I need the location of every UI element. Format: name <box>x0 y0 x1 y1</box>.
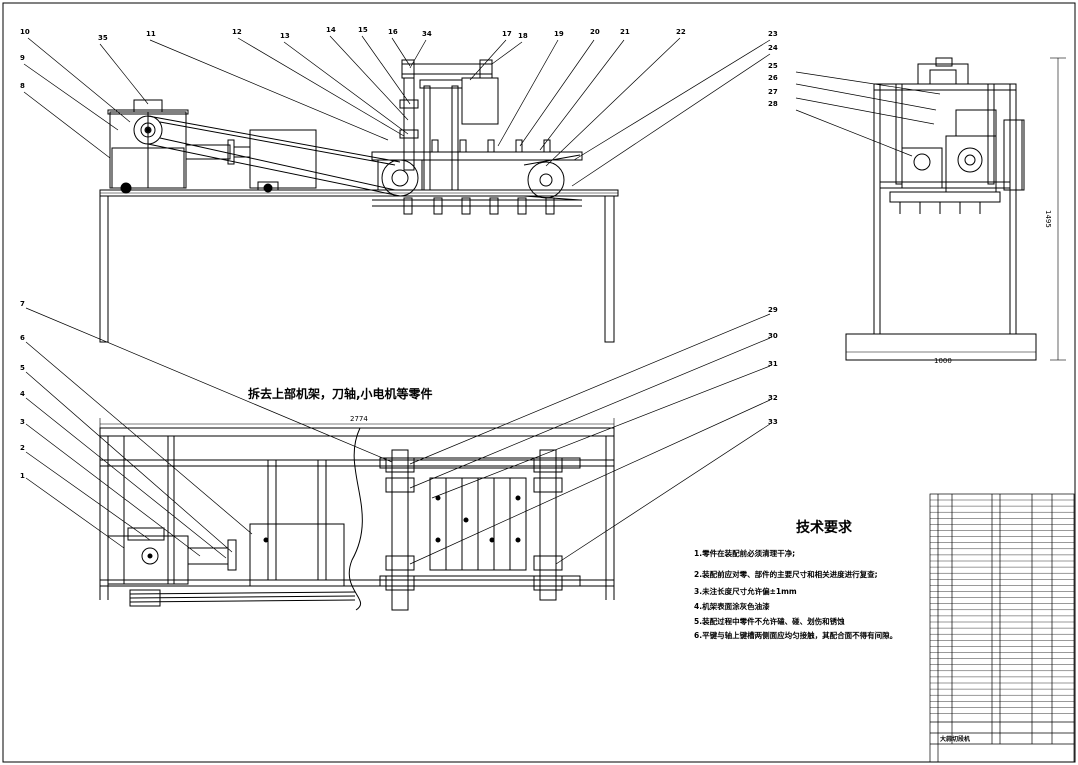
side-view <box>845 57 1037 361</box>
section-title: 拆去上部机架，刀轴,小电机等零件 <box>248 386 433 401</box>
callout-32: 32 <box>768 394 778 402</box>
callout-1: 1 <box>20 472 25 480</box>
under-blades <box>372 197 582 215</box>
callout-22: 22 <box>676 28 686 36</box>
callout-19: 19 <box>554 30 564 38</box>
callout-12: 12 <box>232 28 242 36</box>
callout-6: 6 <box>20 334 25 342</box>
callout-27: 27 <box>768 88 778 96</box>
callout-23: 23 <box>768 30 778 38</box>
conveyor-bolts-top <box>431 139 551 153</box>
callout-21: 21 <box>620 28 630 36</box>
front-leaders <box>23 35 771 187</box>
callout-13: 13 <box>280 32 290 40</box>
callout-35: 35 <box>98 34 108 42</box>
overall-length-dim: 2774 <box>350 415 368 423</box>
callout-30: 30 <box>768 332 778 340</box>
callout-28: 28 <box>768 100 778 108</box>
plan-leaders <box>25 307 771 565</box>
callout-16: 16 <box>388 28 398 36</box>
plan-dimension <box>99 418 615 430</box>
callout-25: 25 <box>768 62 778 70</box>
callout-26: 26 <box>768 74 778 82</box>
tech-item-1: 1.零件在装配前必须清理干净; <box>694 548 795 558</box>
callout-18: 18 <box>518 32 528 40</box>
tech-item-5: 5.装配过程中零件不允许磕、碰、划伤和锈蚀 <box>694 616 845 626</box>
tech-item-4: 4.机架表面涂灰色油漆 <box>694 601 770 611</box>
callout-14: 14 <box>326 26 336 34</box>
callout-29: 29 <box>768 306 778 314</box>
front-view <box>99 59 619 343</box>
callout-34: 34 <box>422 30 432 38</box>
callout-10: 10 <box>20 28 30 36</box>
tech-item-6: 6.平键与轴上键槽两侧面应均匀接触，其配合面不得有间隙。 <box>694 630 897 640</box>
callout-24: 24 <box>768 44 778 52</box>
callout-33: 33 <box>768 418 778 426</box>
callout-5: 5 <box>20 364 25 372</box>
callout-2: 2 <box>20 444 25 452</box>
side-height-dim: 1495 <box>1044 210 1052 228</box>
tech-item-3: 3.未注长度尺寸允许偏±1mm <box>694 586 797 596</box>
callout-31: 31 <box>768 360 778 368</box>
callout-4: 4 <box>20 390 25 398</box>
side-width-dim: 1000 <box>934 357 952 365</box>
callout-8: 8 <box>20 82 25 90</box>
callout-9: 9 <box>20 54 25 62</box>
callout-7: 7 <box>20 300 25 308</box>
callout-20: 20 <box>590 28 600 36</box>
drawing-name: 大蒜切段机 <box>940 735 970 743</box>
side-dimensions <box>845 57 1066 361</box>
callout-3: 3 <box>20 418 25 426</box>
callout-15: 15 <box>358 26 368 34</box>
blade-grid <box>429 477 527 571</box>
callout-11: 11 <box>146 30 156 38</box>
side-leaders <box>795 71 941 157</box>
callout-17: 17 <box>502 30 512 38</box>
plan-view <box>99 427 615 611</box>
tech-item-2: 2.装配前应对零、部件的主要尺寸和相关进度进行复查; <box>694 569 878 579</box>
tech-requirements-title: 技术要求 <box>796 519 853 536</box>
title-block-rows <box>930 499 1074 714</box>
